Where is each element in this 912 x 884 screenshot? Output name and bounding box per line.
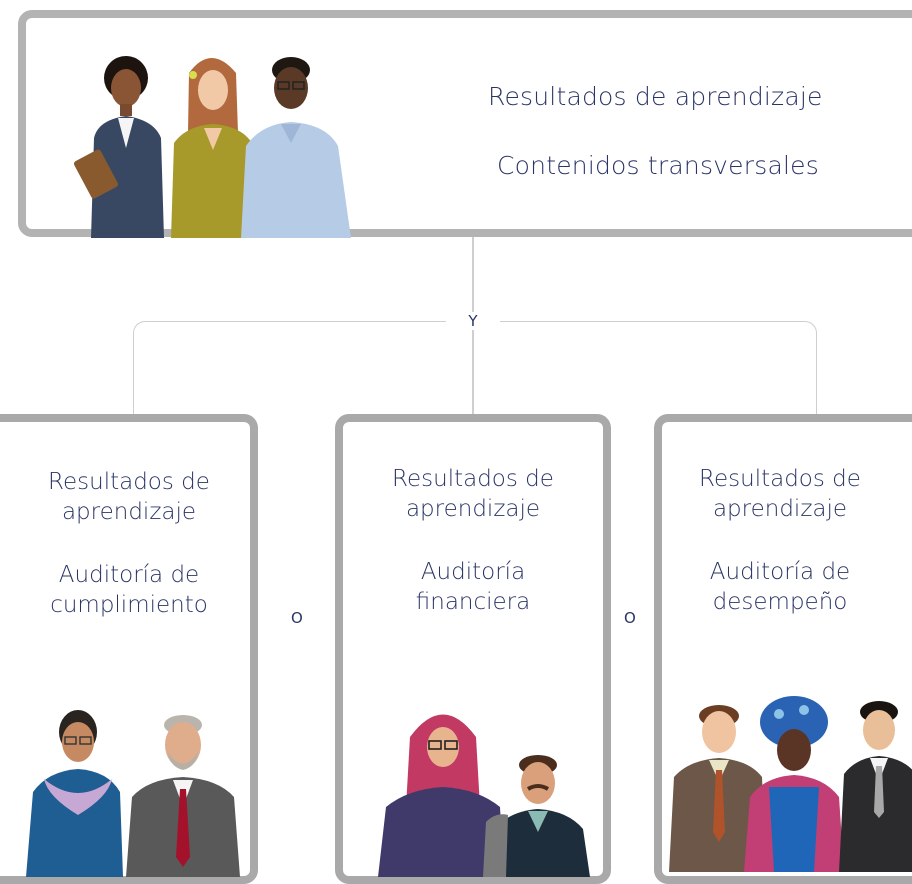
card-title-line1: Resultados de (392, 466, 554, 492)
vertical-connector-middle (472, 321, 474, 416)
card-subtitle-line2: financiera (415, 589, 531, 615)
people-illustration-financial (378, 714, 590, 877)
card-title-line2: aprendizaje (61, 499, 197, 525)
people-illustration-top (73, 56, 351, 238)
card-subtitle-line2: desempeño (712, 589, 848, 615)
card-subtitle-line2: cumplimiento (50, 592, 208, 618)
card-title-line1: Resultados de (699, 466, 861, 492)
top-card: Resultados de aprendizaje Contenidos tra… (18, 10, 912, 238)
card-subtitle-line1: Auditoría de (709, 559, 851, 585)
card-performance-audit: Resultados de aprendizaje Auditoría de d… (654, 414, 912, 884)
vertical-connector-top (472, 237, 474, 321)
and-connector-label: Y (446, 312, 500, 330)
card-financial-audit: Resultados de aprendizaje Auditoría fina… (335, 414, 611, 884)
card-subtitle-line1: Auditoría (420, 559, 526, 585)
people-illustration-compliance (26, 710, 240, 877)
top-title-line1: Resultados de aprendizaje (488, 82, 823, 111)
or-label-left: O (291, 609, 303, 627)
card-title-line2: aprendizaje (712, 496, 848, 522)
card-compliance-audit: Resultados de aprendizaje Auditoría de c… (0, 414, 258, 884)
top-title-line2: Contenidos transversales (497, 151, 819, 180)
card-title-line2: aprendizaje (405, 496, 541, 522)
branch-connector (133, 321, 817, 417)
people-illustration-performance (669, 696, 912, 872)
card-subtitle-line1: Auditoría de (58, 562, 200, 588)
or-label-right: O (624, 609, 636, 627)
card-title-line1: Resultados de (48, 469, 210, 495)
